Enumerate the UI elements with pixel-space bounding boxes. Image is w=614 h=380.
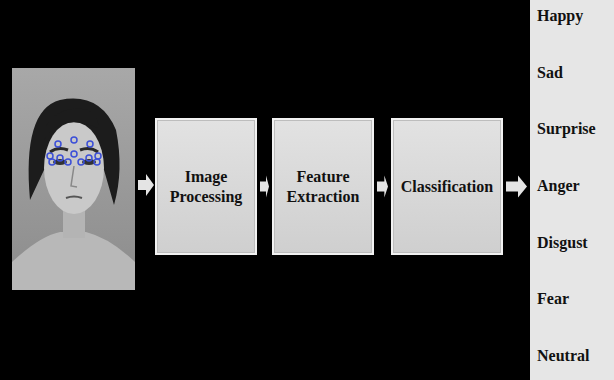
emotion-label: Sad bbox=[537, 63, 563, 83]
face bbox=[44, 122, 104, 214]
emotion-label: Disgust bbox=[537, 233, 588, 253]
process-label: Image Processing bbox=[157, 167, 255, 207]
nose bbox=[71, 166, 77, 187]
block-arrow bbox=[377, 176, 388, 198]
mouth bbox=[66, 197, 82, 199]
process-box: Image Processing bbox=[155, 118, 257, 255]
process-box: Classification bbox=[391, 118, 503, 255]
process-label: Classification bbox=[401, 177, 493, 197]
photo-frame bbox=[12, 68, 135, 290]
emotion-label: Fear bbox=[537, 289, 569, 309]
fringe bbox=[44, 109, 98, 140]
feature-points bbox=[47, 137, 101, 165]
block-arrow bbox=[138, 174, 154, 196]
shoulders bbox=[12, 232, 135, 290]
brow bbox=[50, 148, 68, 152]
block-arrow bbox=[506, 176, 527, 198]
process-label: Feature Extraction bbox=[274, 167, 372, 207]
block-arrow bbox=[260, 176, 269, 198]
brow bbox=[80, 148, 98, 152]
emotion-label: Neutral bbox=[537, 346, 589, 366]
process-box: Feature Extraction bbox=[272, 118, 374, 255]
emotion-label: Anger bbox=[537, 176, 580, 196]
emotion-label: Happy bbox=[537, 6, 583, 26]
emotion-label: Surprise bbox=[537, 119, 596, 139]
emotion-list-panel: HappySadSurpriseAngerDisgustFearNeutral bbox=[530, 0, 614, 380]
